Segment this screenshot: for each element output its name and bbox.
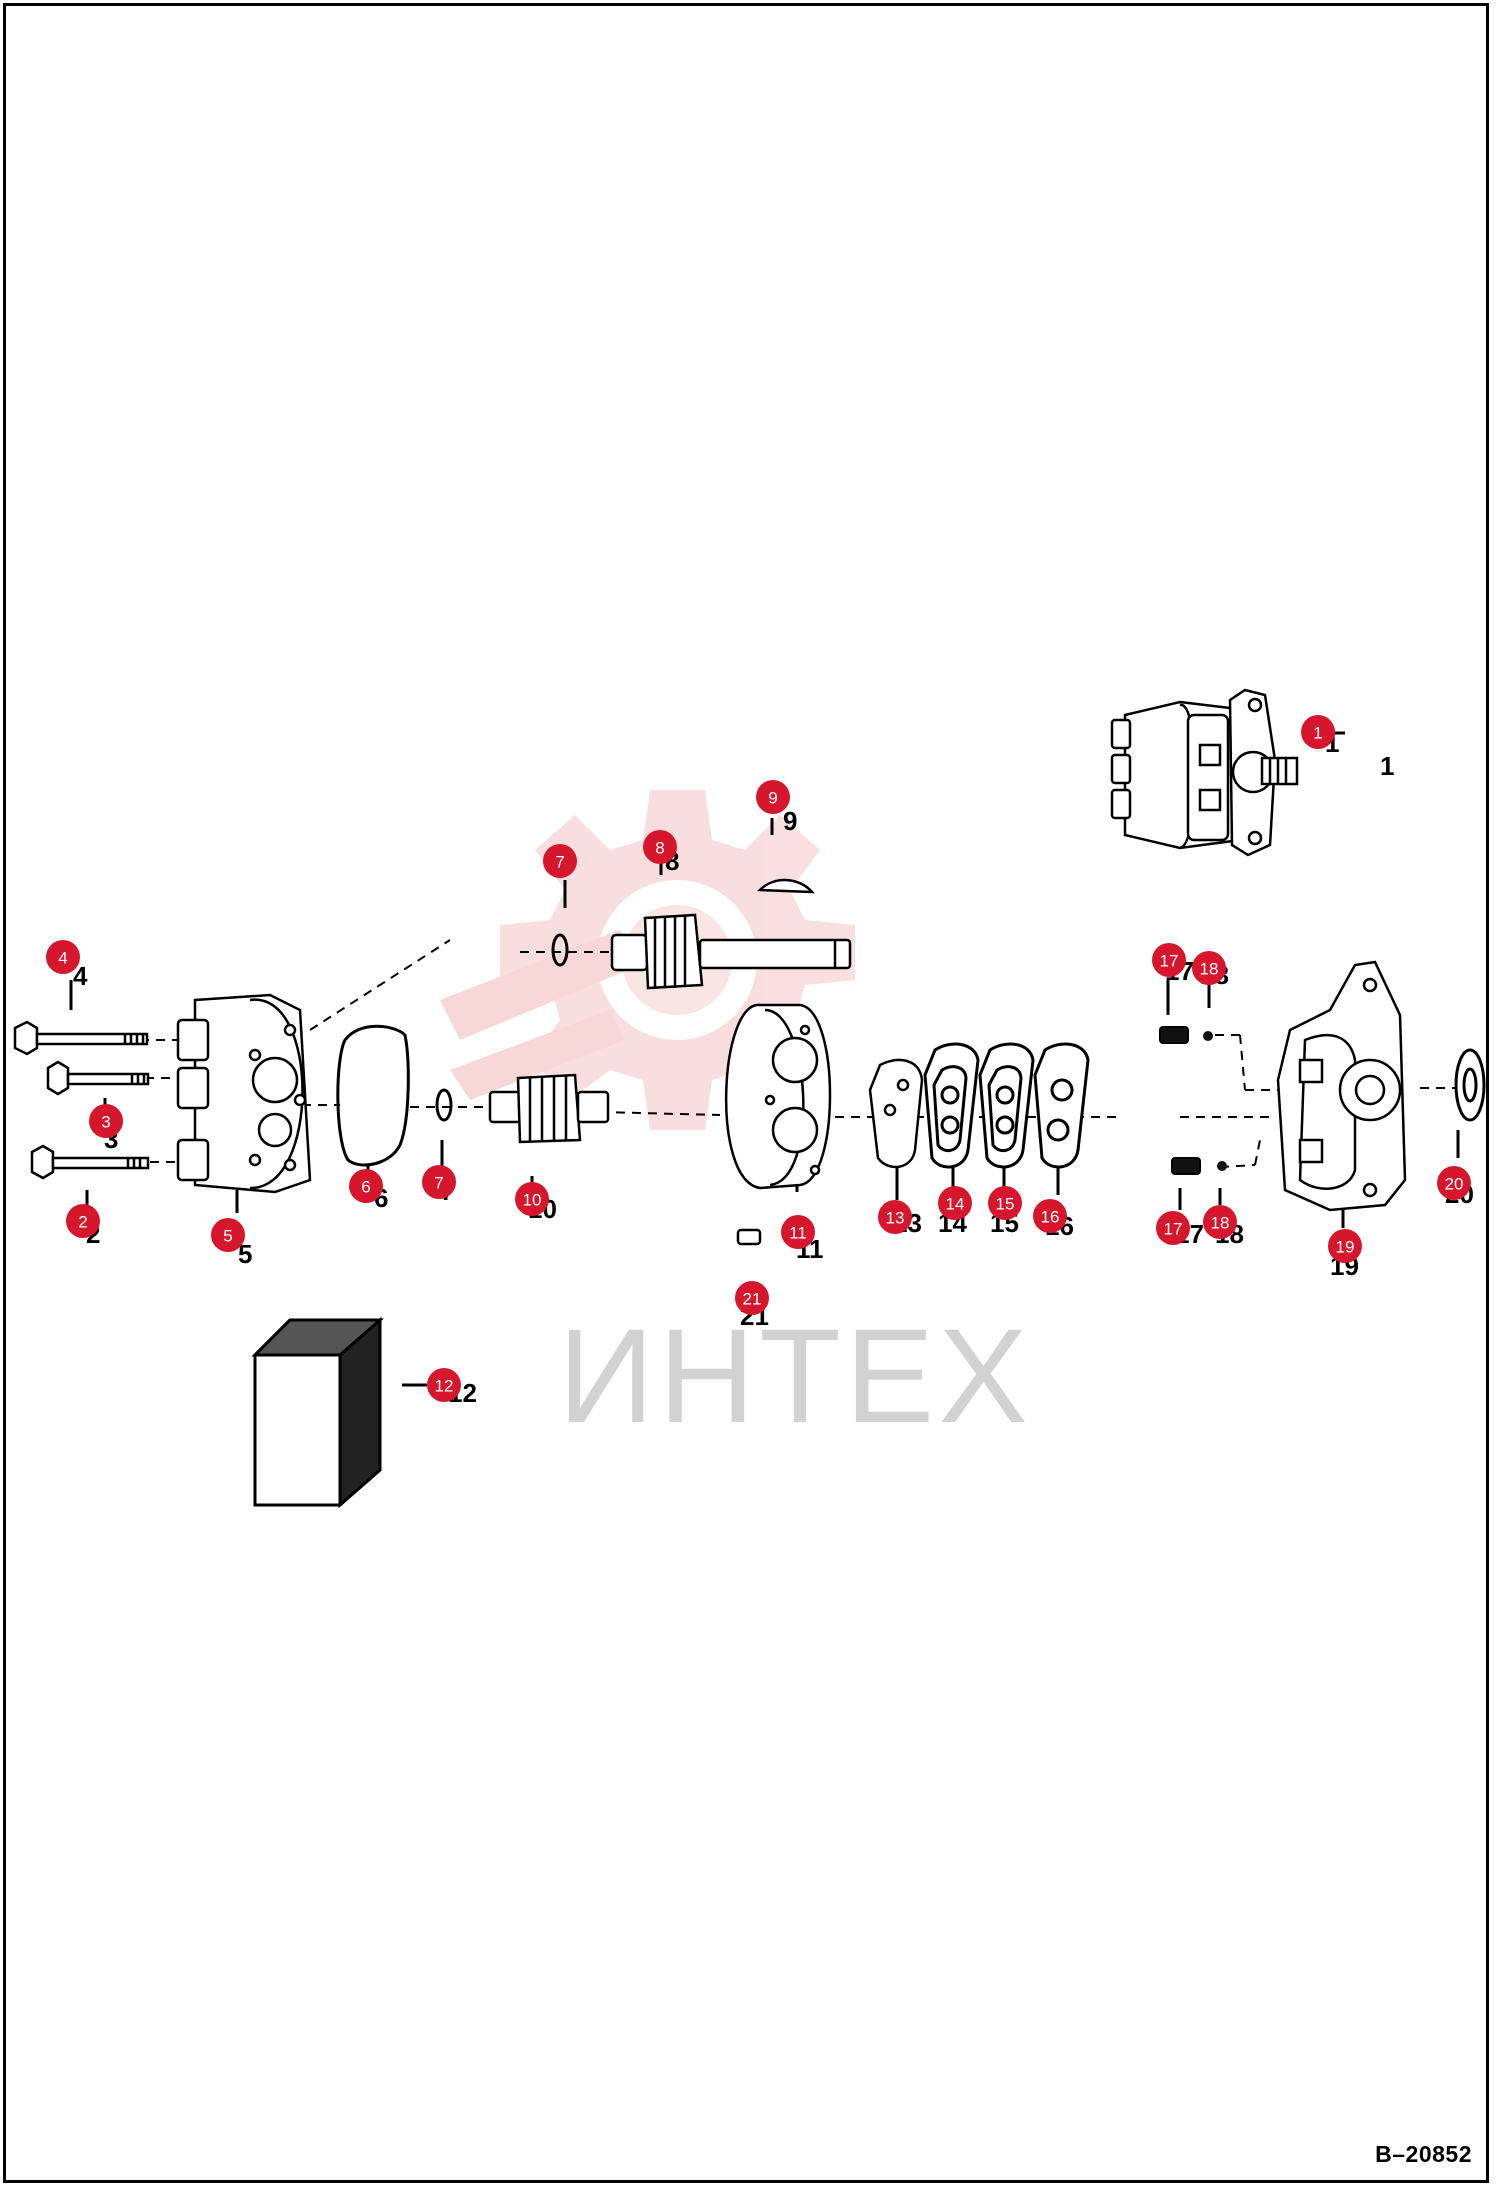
callout-badges: 1 4 3 2 5 6 7 7 8 9 10 11 21 12 13 14 15… [46, 715, 1471, 1402]
ball-18-lower-drawing [1217, 1161, 1227, 1171]
drive-gear-8-drawing [610, 913, 852, 990]
watermark-text: ИНТЕХ [558, 1302, 1032, 1451]
bolt-3-drawing [46, 1060, 150, 1096]
svg-text:1: 1 [1380, 751, 1394, 781]
seal-kit-box-12-drawing [251, 1316, 384, 1509]
dowel-pin-21-drawing [736, 1228, 762, 1246]
o-ring-7-lower-drawing [435, 1088, 453, 1122]
svg-text:17: 17 [1164, 1220, 1183, 1239]
spring-17-upper-drawing [1159, 1026, 1189, 1044]
assembled-pump-drawing [1110, 688, 1299, 857]
svg-text:19: 19 [1336, 1238, 1355, 1257]
svg-text:12: 12 [435, 1377, 454, 1396]
svg-text:13: 13 [886, 1209, 905, 1228]
end-cover-5-drawing [176, 993, 312, 1194]
svg-text:4: 4 [58, 949, 67, 968]
callout-7-upper[interactable]: 7 [543, 844, 577, 878]
callout-16[interactable]: 16 [1033, 1199, 1067, 1233]
front-housing-19-drawing [1276, 960, 1407, 1212]
svg-text:16: 16 [1041, 1208, 1060, 1227]
callout-4[interactable]: 4 [46, 940, 80, 974]
svg-text:7: 7 [555, 853, 564, 872]
callout-5[interactable]: 5 [211, 1218, 245, 1252]
callout-10[interactable]: 10 [515, 1182, 549, 1216]
shaft-seal-20-drawing [1454, 1048, 1486, 1122]
svg-text:11: 11 [789, 1224, 807, 1243]
key-9-drawing [757, 878, 815, 894]
callout-21[interactable]: 21 [735, 1281, 769, 1315]
svg-text:5: 5 [223, 1227, 232, 1246]
svg-text:9: 9 [768, 789, 777, 808]
bolt-2-drawing [30, 1144, 150, 1180]
callout-9[interactable]: 9 [756, 780, 790, 814]
callout-3[interactable]: 3 [89, 1104, 123, 1138]
callout-19[interactable]: 19 [1328, 1229, 1362, 1263]
svg-text:4: 4 [73, 961, 88, 991]
ball-18-upper-drawing [1203, 1031, 1213, 1041]
seal-plate-15-drawing [978, 1042, 1035, 1169]
callout-7-lower[interactable]: 7 [422, 1165, 456, 1199]
callout-17-lower[interactable]: 17 [1156, 1211, 1190, 1245]
callout-6[interactable]: 6 [349, 1169, 383, 1203]
callout-1[interactable]: 1 [1301, 715, 1335, 749]
callout-8[interactable]: 8 [643, 830, 677, 864]
gear-housing-11-drawing [724, 1003, 832, 1190]
thrust-plate-16-drawing [1033, 1042, 1090, 1169]
svg-text:14: 14 [946, 1195, 965, 1214]
callout-11[interactable]: 11 [781, 1215, 815, 1249]
o-ring-7-upper-drawing [551, 933, 569, 967]
svg-text:18: 18 [1211, 1214, 1230, 1233]
callout-20[interactable]: 20 [1437, 1166, 1471, 1200]
gasket-6-drawing [336, 1024, 410, 1167]
drawing-code: B–20852 [1375, 2141, 1472, 2167]
svg-text:18: 18 [1200, 960, 1219, 979]
callout-17-upper[interactable]: 17 [1152, 943, 1186, 977]
svg-text:15: 15 [996, 1195, 1015, 1214]
svg-text:1: 1 [1313, 724, 1322, 743]
svg-text:7: 7 [434, 1174, 443, 1193]
svg-text:6: 6 [361, 1178, 370, 1197]
seal-plate-14-drawing [923, 1042, 980, 1169]
callout-13[interactable]: 13 [878, 1200, 912, 1234]
svg-text:17: 17 [1160, 952, 1179, 971]
spring-17-lower-drawing [1171, 1157, 1201, 1175]
callout-15[interactable]: 15 [988, 1186, 1022, 1220]
svg-text:5: 5 [238, 1239, 252, 1269]
callout-18-upper[interactable]: 18 [1192, 951, 1226, 985]
bolt-4-drawing [13, 1020, 149, 1056]
svg-text:10: 10 [523, 1191, 542, 1210]
svg-text:2: 2 [78, 1213, 87, 1232]
idler-gear-10-drawing [488, 1073, 610, 1144]
svg-text:21: 21 [743, 1290, 762, 1309]
callout-18-lower[interactable]: 18 [1203, 1205, 1237, 1239]
wear-plate-13-drawing [868, 1058, 924, 1169]
callout-12[interactable]: 12 [427, 1368, 461, 1402]
drawing-frame [3, 3, 1489, 2183]
callout-2[interactable]: 2 [66, 1204, 100, 1238]
svg-text:9: 9 [783, 806, 797, 836]
callout-14[interactable]: 14 [938, 1186, 972, 1220]
svg-text:8: 8 [655, 839, 664, 858]
svg-text:20: 20 [1445, 1175, 1464, 1194]
svg-text:3: 3 [101, 1113, 110, 1132]
